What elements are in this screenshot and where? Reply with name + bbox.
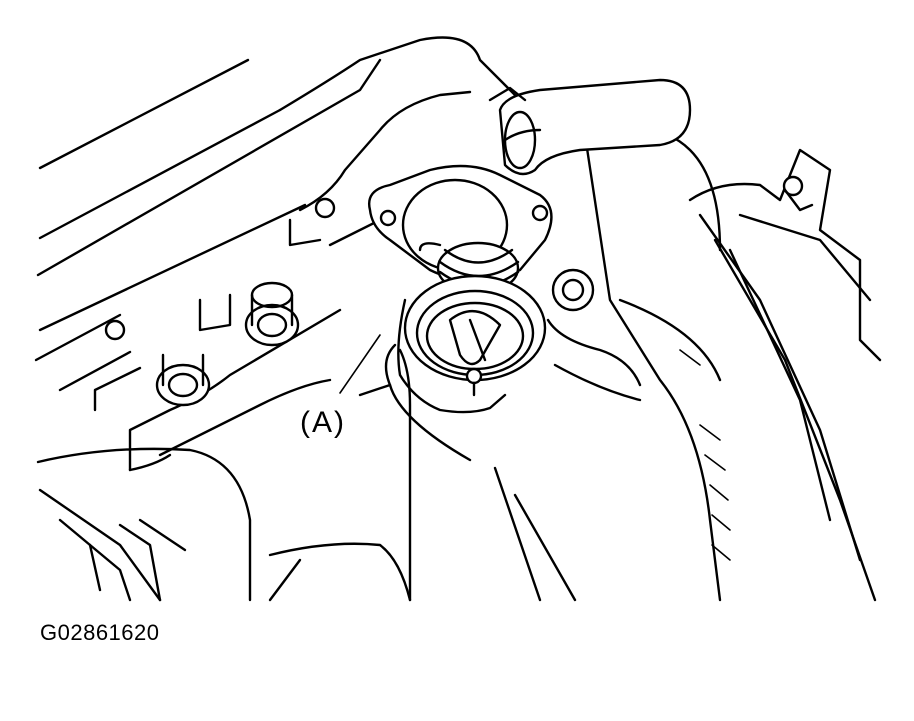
engine-body-outline xyxy=(34,36,882,602)
hand-outline xyxy=(358,242,642,462)
engine-bosses xyxy=(104,175,814,407)
callout-label: (A) xyxy=(300,406,346,439)
callout-leader xyxy=(339,334,381,394)
radiator-hose xyxy=(488,78,692,176)
lower-pipe xyxy=(36,447,252,602)
figure-id: G02861620 xyxy=(40,620,160,645)
thermostat-part xyxy=(403,241,547,397)
